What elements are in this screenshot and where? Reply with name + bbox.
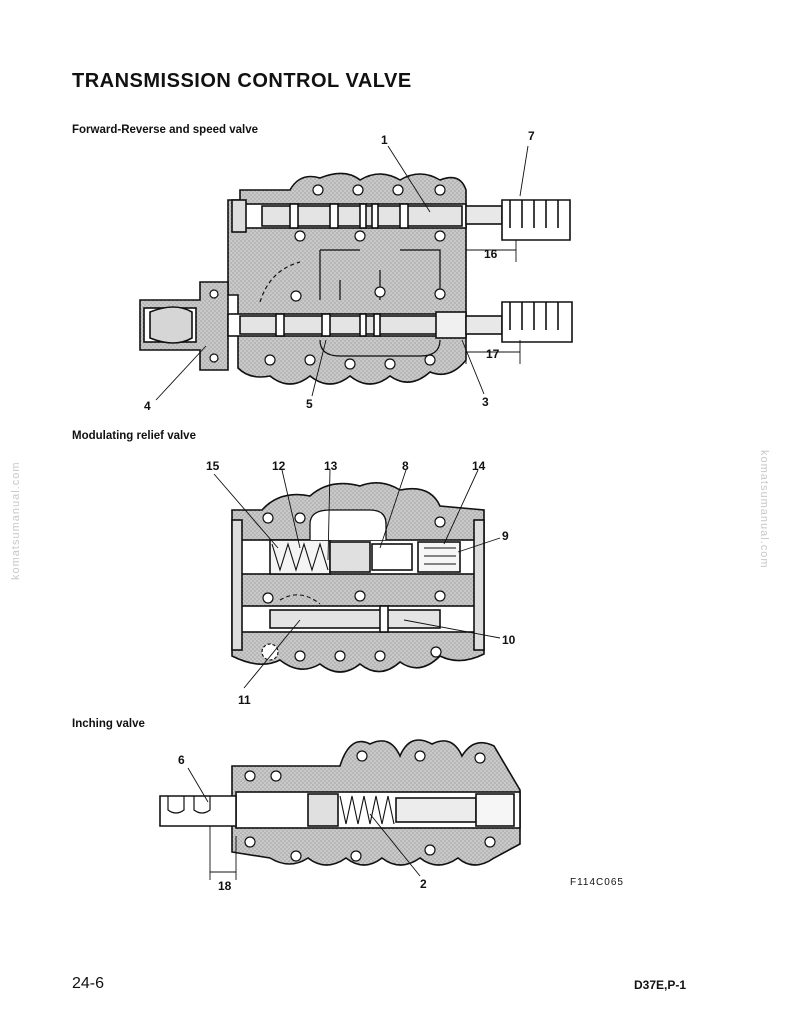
section-heading-forward-reverse: Forward-Reverse and speed valve (72, 124, 258, 136)
callout-5: 5 (306, 397, 313, 411)
page-number: 24-6 (72, 975, 105, 992)
section-heading-inching: Inching valve (72, 718, 145, 730)
inching-valve-drawing (159, 739, 521, 880)
callout-6: 6 (178, 753, 185, 767)
callout-7: 7 (528, 129, 535, 143)
forward-reverse-speed-valve-drawing (139, 145, 573, 401)
callout-13: 13 (324, 459, 338, 473)
callout-11: 11 (238, 693, 251, 707)
callout-12: 12 (272, 459, 286, 473)
section-heading-modulating-relief: Modulating relief valve (72, 430, 196, 442)
callout-2: 2 (420, 877, 427, 891)
callout-8: 8 (402, 459, 409, 473)
callout-17: 17 (486, 347, 500, 361)
callout-9: 9 (502, 529, 509, 543)
modulating-relief-valve-drawing (213, 469, 501, 689)
figure-code: F114C065 (570, 877, 624, 888)
page-title: TRANSMISSION CONTROL VALVE (72, 70, 412, 92)
callout-14: 14 (472, 459, 486, 473)
callout-3: 3 (482, 395, 489, 409)
callout-10: 10 (502, 633, 516, 647)
callout-15: 15 (206, 459, 220, 473)
callout-1: 1 (381, 133, 388, 147)
callout-16: 16 (484, 247, 498, 261)
callout-18: 18 (218, 879, 232, 893)
callout-4: 4 (144, 399, 151, 413)
model-code: D37E,P-1 (634, 978, 687, 992)
